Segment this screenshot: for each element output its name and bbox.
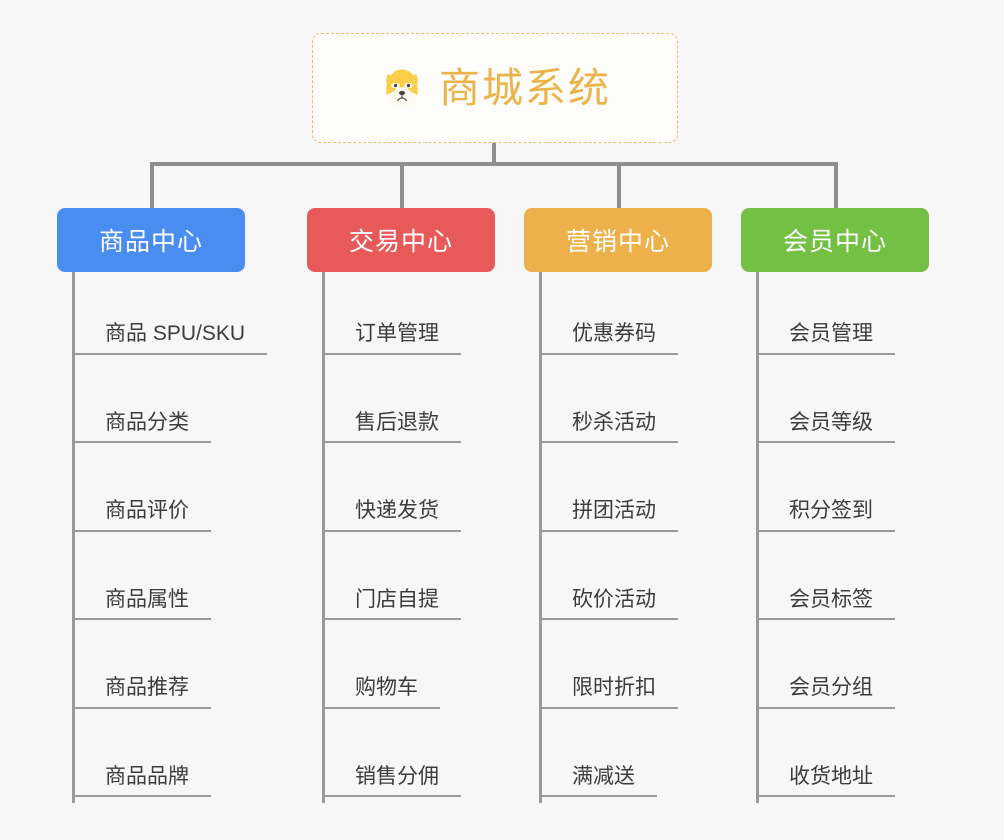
category-header-marketing[interactable]: 营销中心	[524, 208, 712, 272]
root-node[interactable]: 商城系统	[312, 33, 678, 143]
item-label: 满减送	[542, 765, 657, 797]
item-label: 会员管理	[759, 322, 895, 355]
list-item[interactable]: 门店自提	[325, 538, 497, 627]
connector-drop-2	[400, 162, 404, 208]
list-item[interactable]: 售后退款	[325, 361, 497, 450]
list-item[interactable]: 会员分组	[759, 626, 931, 715]
list-item[interactable]: 秒杀活动	[542, 361, 714, 450]
root-title: 商城系统	[439, 64, 611, 111]
list-item[interactable]: 会员管理	[759, 272, 931, 361]
list-item[interactable]: 快递发货	[325, 449, 497, 538]
branch-column-1: 商品中心 商品 SPU/SKU 商品分类 商品评价 商品属性 商品推荐 商品品牌	[57, 208, 268, 804]
category-title: 交易中心	[348, 228, 453, 256]
item-label: 商品评价	[75, 499, 211, 532]
item-list: 订单管理 售后退款 快递发货 门店自提 购物车 销售分佣	[322, 272, 497, 803]
connector-horizontal-bus	[150, 162, 838, 166]
item-label: 秒杀活动	[542, 411, 678, 443]
list-item[interactable]: 优惠券码	[542, 272, 714, 361]
list-item[interactable]: 砍价活动	[542, 538, 714, 627]
category-header-product[interactable]: 商品中心	[57, 208, 245, 272]
category-title: 会员中心	[782, 228, 887, 256]
item-list: 商品 SPU/SKU 商品分类 商品评价 商品属性 商品推荐 商品品牌	[72, 272, 268, 804]
list-item[interactable]: 商品 SPU/SKU	[75, 272, 268, 361]
branch-column-2: 交易中心 订单管理 售后退款 快递发货 门店自提 购物车 销售分佣	[307, 208, 497, 803]
item-label: 限时折扣	[542, 676, 678, 709]
shiba-dog-face-icon	[386, 69, 418, 109]
list-item[interactable]: 商品品牌	[75, 715, 247, 804]
item-list: 优惠券码 秒杀活动 拼团活动 砍价活动 限时折扣 满减送	[539, 272, 714, 803]
list-item[interactable]: 限时折扣	[542, 626, 714, 715]
item-label: 商品属性	[75, 588, 211, 620]
branch-column-4: 会员中心 会员管理 会员等级 积分签到 会员标签 会员分组 收货地址	[741, 208, 931, 803]
list-item[interactable]: 会员等级	[759, 361, 931, 450]
item-label: 优惠券码	[542, 322, 678, 355]
list-item[interactable]: 收货地址	[759, 715, 931, 804]
item-label: 会员分组	[759, 676, 895, 709]
branch-column-3: 营销中心 优惠券码 秒杀活动 拼团活动 砍价活动 限时折扣 满减送	[524, 208, 714, 803]
list-item[interactable]: 销售分佣	[325, 715, 497, 804]
item-label: 商品品牌	[75, 765, 211, 797]
item-label: 商品推荐	[75, 676, 211, 709]
item-label: 商品 SPU/SKU	[75, 322, 268, 355]
category-header-trade[interactable]: 交易中心	[307, 208, 495, 272]
item-label: 砍价活动	[542, 588, 678, 620]
item-label: 会员标签	[759, 588, 895, 620]
connector-drop-3	[617, 162, 621, 208]
list-item[interactable]: 商品评价	[75, 449, 247, 538]
list-item[interactable]: 商品推荐	[75, 626, 247, 715]
connector-drop-1	[150, 162, 154, 208]
item-label: 订单管理	[325, 322, 461, 355]
list-item[interactable]: 拼团活动	[542, 449, 714, 538]
list-item[interactable]: 满减送	[542, 715, 714, 804]
list-item[interactable]: 商品分类	[75, 361, 247, 450]
list-item[interactable]: 会员标签	[759, 538, 931, 627]
item-label: 会员等级	[759, 411, 895, 443]
item-label: 门店自提	[325, 588, 461, 620]
list-item[interactable]: 订单管理	[325, 272, 497, 361]
item-label: 收货地址	[759, 765, 895, 797]
category-title: 商品中心	[98, 228, 203, 256]
list-item[interactable]: 积分签到	[759, 449, 931, 538]
item-label: 快递发货	[325, 499, 461, 532]
item-list: 会员管理 会员等级 积分签到 会员标签 会员分组 收货地址	[756, 272, 931, 803]
item-label: 商品分类	[75, 411, 211, 443]
connector-drop-4	[834, 162, 838, 208]
category-header-member[interactable]: 会员中心	[741, 208, 929, 272]
item-label: 拼团活动	[542, 499, 678, 532]
category-title: 营销中心	[565, 228, 670, 256]
list-item[interactable]: 商品属性	[75, 538, 247, 627]
item-label: 售后退款	[325, 411, 461, 443]
item-label: 积分签到	[759, 499, 895, 532]
list-item[interactable]: 购物车	[325, 626, 497, 715]
item-label: 购物车	[325, 676, 440, 709]
item-label: 销售分佣	[325, 765, 461, 797]
connector-root-stem	[492, 143, 496, 164]
